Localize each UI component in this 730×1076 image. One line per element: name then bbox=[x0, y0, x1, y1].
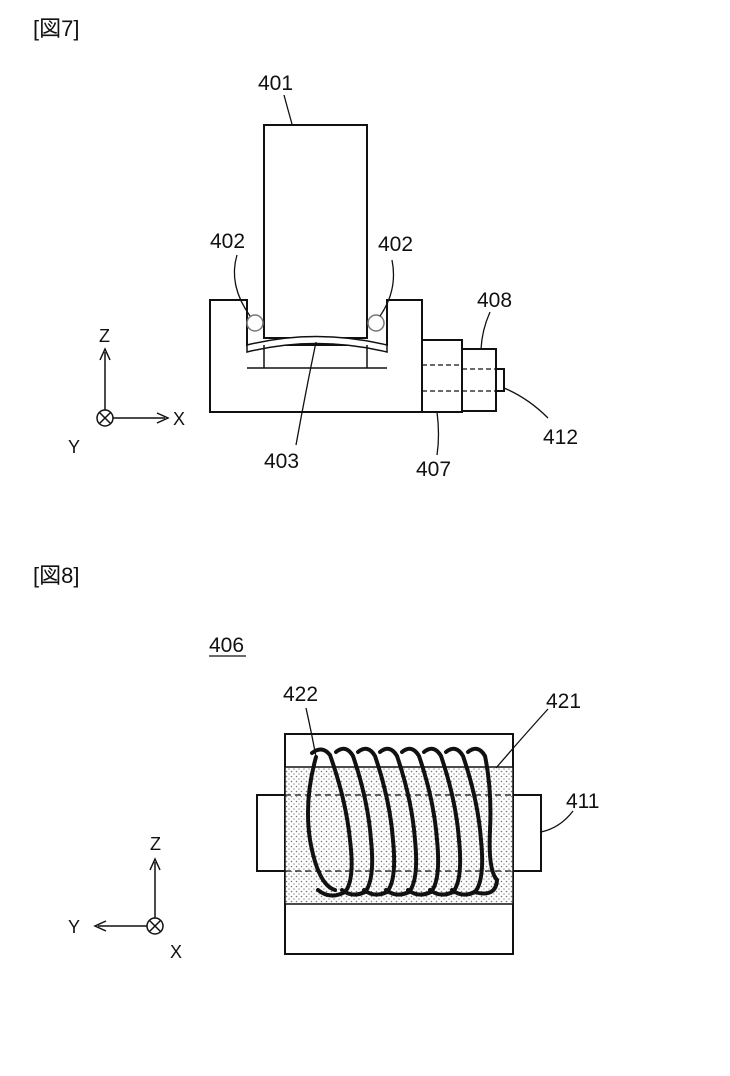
curved-plate-403 bbox=[246, 335, 388, 353]
label-401: 401 bbox=[258, 72, 293, 95]
rod-401 bbox=[263, 124, 368, 339]
tab-411-right bbox=[512, 794, 542, 872]
leader-411 bbox=[540, 810, 574, 833]
coil-422 bbox=[306, 746, 500, 898]
leader-422 bbox=[305, 707, 317, 758]
axis-indicator-fig8: Z Y X bbox=[68, 834, 182, 962]
motor-407 bbox=[421, 339, 463, 413]
shaft-412 bbox=[495, 368, 505, 392]
label-402-left: 402 bbox=[210, 230, 245, 253]
leader-421 bbox=[495, 708, 549, 769]
figure-7-heading: [図7] bbox=[33, 16, 79, 41]
leader-408 bbox=[480, 311, 491, 350]
figure-8-heading: [図8] bbox=[33, 563, 79, 588]
leader-412 bbox=[503, 387, 549, 419]
axis-indicator-fig7: Z X Y bbox=[68, 326, 185, 457]
axis-x-label: X bbox=[170, 942, 182, 962]
label-402-right: 402 bbox=[378, 233, 413, 256]
leader-402-right bbox=[379, 259, 395, 317]
leader-407 bbox=[436, 411, 440, 456]
axis-z-label: Z bbox=[99, 326, 110, 346]
label-412: 412 bbox=[543, 426, 578, 449]
leader-403 bbox=[295, 341, 317, 446]
ball-402-left bbox=[246, 314, 264, 332]
axis-z-label: Z bbox=[150, 834, 161, 854]
figure-8: [図8] 406 422 421 41 bbox=[33, 563, 599, 962]
label-406: 406 bbox=[209, 634, 244, 657]
holder-block bbox=[209, 299, 423, 413]
label-411: 411 bbox=[566, 790, 599, 813]
axis-y-label: Y bbox=[68, 917, 80, 937]
label-407: 407 bbox=[416, 458, 451, 481]
label-408: 408 bbox=[477, 289, 512, 312]
part-408 bbox=[461, 348, 497, 412]
leader-401 bbox=[283, 94, 293, 125]
ball-402-right bbox=[367, 314, 385, 332]
axis-x-label: X bbox=[173, 409, 185, 429]
tab-411-left bbox=[256, 794, 286, 872]
leader-402-left bbox=[233, 254, 251, 317]
axis-y-label: Y bbox=[68, 437, 80, 457]
label-421: 421 bbox=[546, 690, 581, 713]
label-422: 422 bbox=[283, 683, 318, 706]
figure-7: [図7] 401 402 402 bbox=[33, 16, 578, 481]
label-403: 403 bbox=[264, 450, 299, 473]
